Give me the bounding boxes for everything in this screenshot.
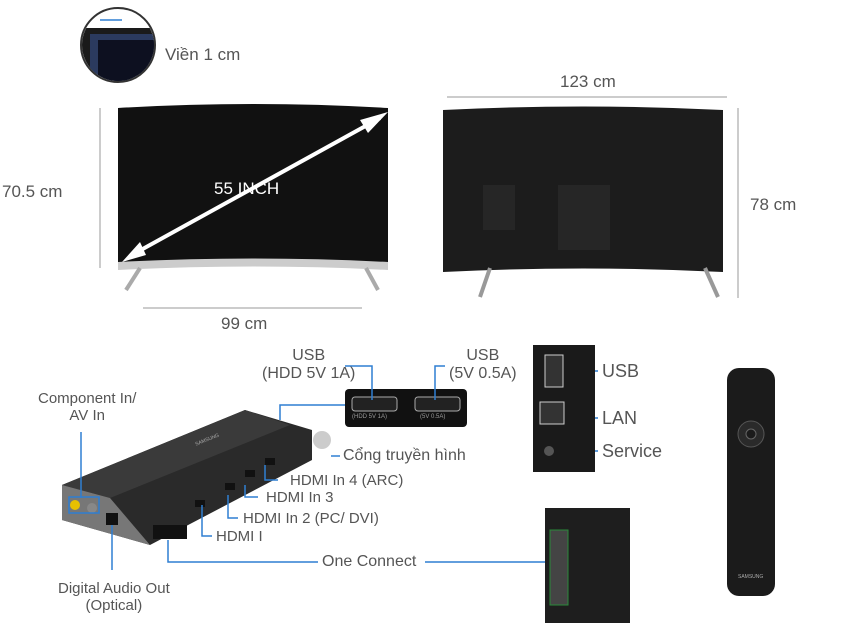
usb1-port-label: (HDD 5V 1A) bbox=[352, 414, 388, 420]
usb2-port-label: (5V 0.5A) bbox=[420, 414, 446, 420]
front-tv bbox=[118, 104, 388, 292]
diagonal-arrow bbox=[129, 116, 381, 258]
back-height-label: 78 cm bbox=[750, 195, 797, 214]
hdmi4-label: HDMI In 4 (ARC) bbox=[290, 472, 404, 489]
usb2-label: USB (5V 0.5A) bbox=[449, 347, 517, 383]
front-height-label: 70.5 cm bbox=[2, 182, 63, 201]
remote-brand: SAMSUNG bbox=[738, 574, 764, 580]
one-connect-label: One Connect bbox=[322, 553, 417, 570]
side-ports-photo bbox=[533, 345, 595, 472]
front-width-label: 99 cm bbox=[221, 314, 268, 333]
remote-control bbox=[727, 368, 775, 596]
usb-panel bbox=[345, 389, 467, 427]
bezel-inset bbox=[80, 7, 156, 83]
back-width-label: 123 cm bbox=[560, 72, 616, 91]
one-connect-port-photo bbox=[545, 508, 630, 623]
hdmi1-label: HDMI I bbox=[216, 528, 263, 545]
diagonal-label: 55 INCH bbox=[214, 179, 280, 198]
component-label: Component In/ AV In bbox=[38, 390, 137, 425]
side-usb-label: USB bbox=[602, 361, 640, 381]
one-connect-box bbox=[62, 410, 331, 545]
back-tv bbox=[443, 106, 723, 298]
antenna-label: Cổng truyền hình bbox=[343, 447, 466, 464]
usb1-label: USB (HDD 5V 1A) bbox=[262, 347, 356, 383]
optical-label: Digital Audio Out (Optical) bbox=[58, 580, 170, 615]
hdmi3-label: HDMI In 3 bbox=[266, 489, 334, 506]
side-lan-label: LAN bbox=[602, 408, 638, 428]
side-service-label: Service bbox=[602, 441, 663, 461]
bezel-label: Viền 1 cm bbox=[165, 45, 241, 64]
hdmi2-label: HDMI In 2 (PC/ DVI) bbox=[243, 510, 379, 527]
